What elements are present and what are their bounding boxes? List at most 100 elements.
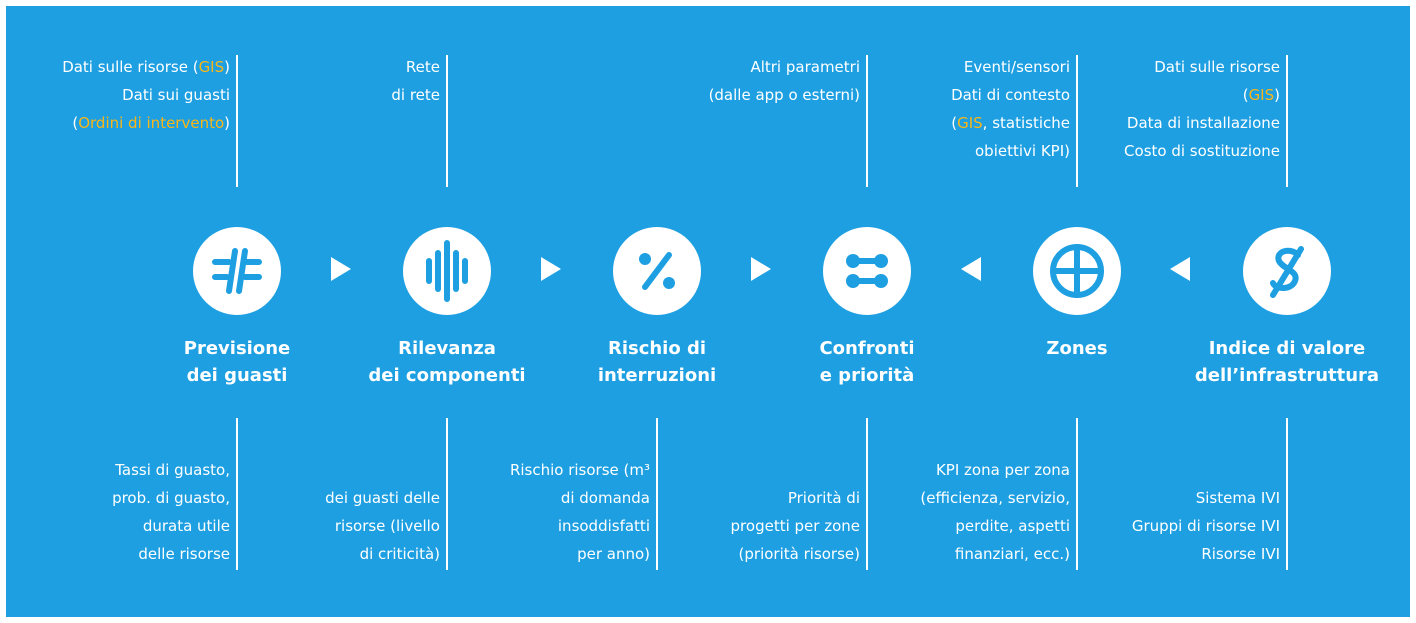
step-outputs: Rischio risorse (m³ di domanda insoddisfat… (510, 456, 650, 568)
text-line: per anno) (510, 540, 650, 568)
step-outputs: Priorità di progetti per zone (priorità ri… (731, 484, 860, 568)
text-line: Rischio risorse (m³ (510, 456, 650, 484)
input-divider-line (866, 55, 868, 187)
text-line: Data di installazione (1124, 109, 1280, 137)
text-segment: finanziari, ecc.) (954, 545, 1070, 563)
text-segment: Altri parametri (750, 58, 860, 76)
step-inputs: Dati sulle risorse (GIS) Dati sui guasti (… (62, 53, 230, 137)
text-line: Rete (391, 53, 440, 81)
text-line: obiettivi KPI) (951, 137, 1070, 165)
text-line: Priorità di (731, 484, 860, 512)
text-segment: (priorità risorse) (738, 545, 860, 563)
text-line: Sistema IVI (1132, 484, 1280, 512)
text-segment: Gruppi di risorse IVI (1131, 517, 1280, 535)
text-line: Costo di sostituzione (1124, 137, 1280, 165)
arrow-left-icon (961, 257, 981, 281)
output-divider-line (236, 418, 238, 570)
step-title-line: dei guasti (186, 365, 288, 386)
text-line: Eventi/sensori (951, 53, 1070, 81)
highlighted-term: GIS (1248, 86, 1275, 104)
step-title-line: dell’infrastruttura (1194, 365, 1380, 386)
text-segment: Costo di sostituzione (1124, 142, 1280, 160)
audio-wave-icon (403, 227, 491, 315)
input-divider-line (236, 55, 238, 187)
step-outputs: KPI zona per zona (efficienza, servizio, p… (920, 456, 1070, 568)
compare-nodes-icon (823, 227, 911, 315)
step-title-line: Previsione (183, 338, 291, 359)
step-title-line: Rischio di (607, 338, 707, 359)
text-segment: Dati sui guasti (122, 86, 230, 104)
text-line: dei guasti delle (325, 484, 440, 512)
text-segment: ) (1274, 86, 1280, 104)
step-title: Indice di valore dell’infrastruttura (1177, 335, 1397, 389)
text-line: Dati di contesto (951, 81, 1070, 109)
text-line: Tassi di guasto, (112, 456, 230, 484)
text-segment: ) (224, 114, 230, 132)
text-segment: di domanda (560, 489, 650, 507)
text-line: di rete (391, 81, 440, 109)
text-segment: Eventi/sensori (963, 58, 1070, 76)
step-title-line: Zones (1046, 338, 1108, 359)
output-divider-line (446, 418, 448, 570)
text-segment: ) (224, 58, 230, 76)
text-segment: ( (951, 114, 958, 132)
step-title-line: Indice di valore (1208, 338, 1366, 359)
text-segment: obiettivi KPI) (975, 142, 1070, 160)
arrow-right-icon (541, 257, 561, 281)
step-title: Rischio di interruzioni (547, 335, 767, 389)
text-segment: (dalle app o esterni) (708, 86, 860, 104)
highlighted-term: GIS (198, 58, 225, 76)
arrow-right-icon (331, 257, 351, 281)
arrow-left-icon (1170, 257, 1190, 281)
text-segment: insoddisfatti (557, 517, 650, 535)
text-line: di domanda (510, 484, 650, 512)
text-segment: , statistiche (982, 114, 1070, 132)
step-title: Rilevanza dei componenti (337, 335, 557, 389)
text-segment: Priorità di (787, 489, 860, 507)
percent-icon (613, 227, 701, 315)
text-line: di criticità) (325, 540, 440, 568)
text-line: KPI zona per zona (920, 456, 1070, 484)
text-segment: Dati di contesto (951, 86, 1070, 104)
text-line: (efficienza, servizio, (920, 484, 1070, 512)
text-line: (GIS) (1124, 81, 1280, 109)
step-title-line: interruzioni (597, 365, 717, 386)
output-divider-line (866, 418, 868, 570)
text-line: (dalle app o esterni) (709, 81, 860, 109)
step-title: Zones (967, 335, 1187, 362)
text-segment: Dati sulle risorse ( (62, 58, 199, 76)
text-segment: (efficienza, servizio, (920, 489, 1070, 507)
input-divider-line (446, 55, 448, 187)
text-segment: Risorse IVI (1201, 545, 1280, 563)
text-segment: durata utile (142, 517, 230, 535)
text-line: progetti per zone (731, 512, 860, 540)
step-title-line: Confronti (819, 338, 915, 359)
output-divider-line (656, 418, 658, 570)
text-line: Dati sui guasti (62, 81, 230, 109)
text-segment: ( (72, 114, 79, 132)
text-segment: KPI zona per zona (935, 461, 1070, 479)
text-line: risorse (livello (325, 512, 440, 540)
text-line: Dati sulle risorse (GIS) (62, 53, 230, 81)
text-segment: perdite, aspetti (955, 517, 1070, 535)
infrastructure-value-icon (1243, 227, 1331, 315)
text-segment: per anno) (577, 545, 650, 563)
step-title-line: e priorità (819, 365, 915, 386)
text-line: Risorse IVI (1132, 540, 1280, 568)
text-segment: Tassi di guasto, (115, 461, 230, 479)
output-divider-line (1076, 418, 1078, 570)
step-outputs: Tassi di guasto, prob. di guasto, durata u… (112, 456, 230, 568)
text-segment: Data di installazione (1126, 114, 1280, 132)
zones-crosshair-icon (1033, 227, 1121, 315)
text-segment: prob. di guasto, (112, 489, 230, 507)
text-line: perdite, aspetti (920, 512, 1070, 540)
highlighted-term: Ordini di intervento (78, 114, 225, 132)
text-segment: Rischio risorse (m³ (509, 461, 650, 479)
text-line: Gruppi di risorse IVI (1132, 512, 1280, 540)
step-title-line: Rilevanza (398, 338, 496, 359)
step-title-line: dei componenti (368, 365, 526, 386)
text-segment: progetti per zone (730, 517, 860, 535)
